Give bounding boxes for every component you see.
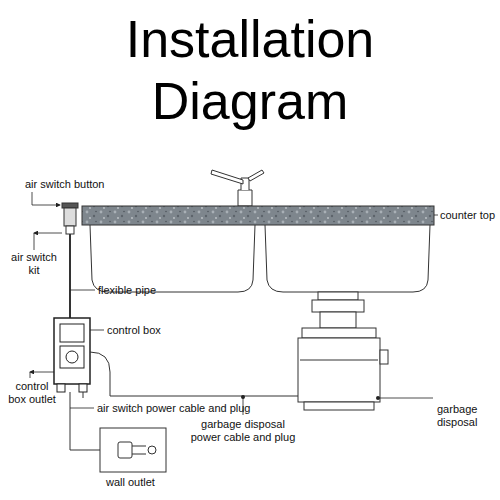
part-label: air switch button: [25, 178, 135, 191]
part-label: air switch kit: [10, 251, 58, 277]
part-label: garbage disposal power cable and plug: [188, 418, 298, 444]
part-label: wall outlet: [106, 476, 186, 489]
part-label: counter top: [440, 209, 498, 222]
part-label: control box outlet: [6, 380, 58, 406]
part-label: garbage disposal: [437, 403, 497, 429]
part-label: air switch power cable and plug: [97, 402, 267, 415]
title: Installation Diagram: [90, 8, 410, 132]
part-label: control box: [107, 324, 197, 337]
part-label: flexible pipe: [98, 284, 188, 297]
